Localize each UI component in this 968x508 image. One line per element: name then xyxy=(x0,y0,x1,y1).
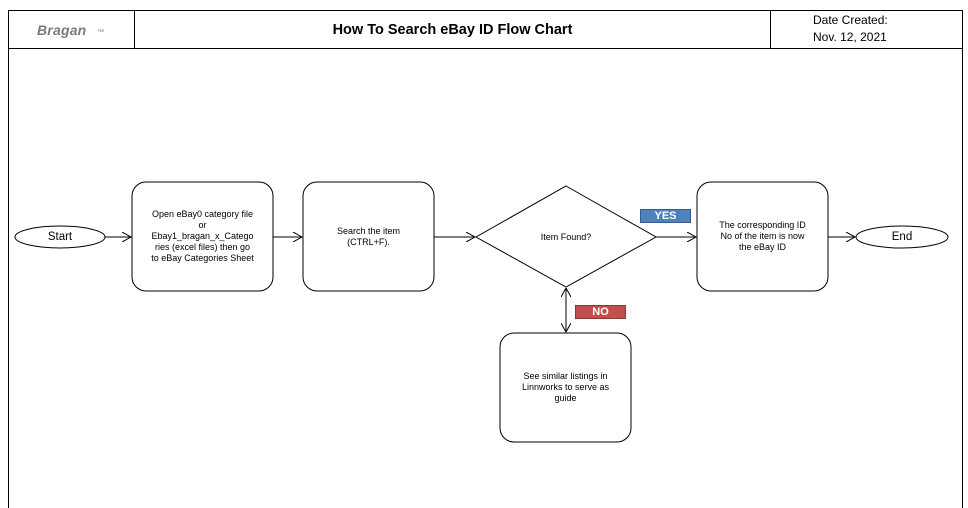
header: Bragan ™ How To Search eBay ID Flow Char… xyxy=(9,11,962,49)
logo: Bragan xyxy=(37,22,87,38)
search-item-label: Search the item (CTRL+F). xyxy=(336,225,401,247)
yes-badge: YES xyxy=(640,209,691,223)
page-frame: Bragan ™ How To Search eBay ID Flow Char… xyxy=(8,10,963,508)
end-terminator xyxy=(855,225,949,249)
date-value: Nov. 12, 2021 xyxy=(813,30,887,44)
similar-listings-process xyxy=(499,332,632,443)
item-found-decision xyxy=(474,185,658,288)
start-label: Start xyxy=(47,230,73,243)
decision-label: Item Found? xyxy=(540,231,592,242)
end-label: End xyxy=(891,230,913,243)
open-file-label: Open eBay0 category file or Ebay1_bragan… xyxy=(151,209,254,263)
page-title: How To Search eBay ID Flow Chart xyxy=(332,21,573,38)
no-badge: NO xyxy=(575,305,626,319)
logo-trademark: ™ xyxy=(97,29,104,36)
corresponding-id-label: The corresponding ID No of the item is n… xyxy=(719,220,806,252)
title-cell: How To Search eBay ID Flow Chart xyxy=(135,11,771,48)
logo-cell: Bragan ™ xyxy=(9,11,135,48)
date-cell: Date Created: Nov. 12, 2021 xyxy=(771,11,962,48)
similar-listings-label: See similar listings in Linnworks to ser… xyxy=(521,371,610,403)
date-label: Date Created: xyxy=(813,13,888,27)
